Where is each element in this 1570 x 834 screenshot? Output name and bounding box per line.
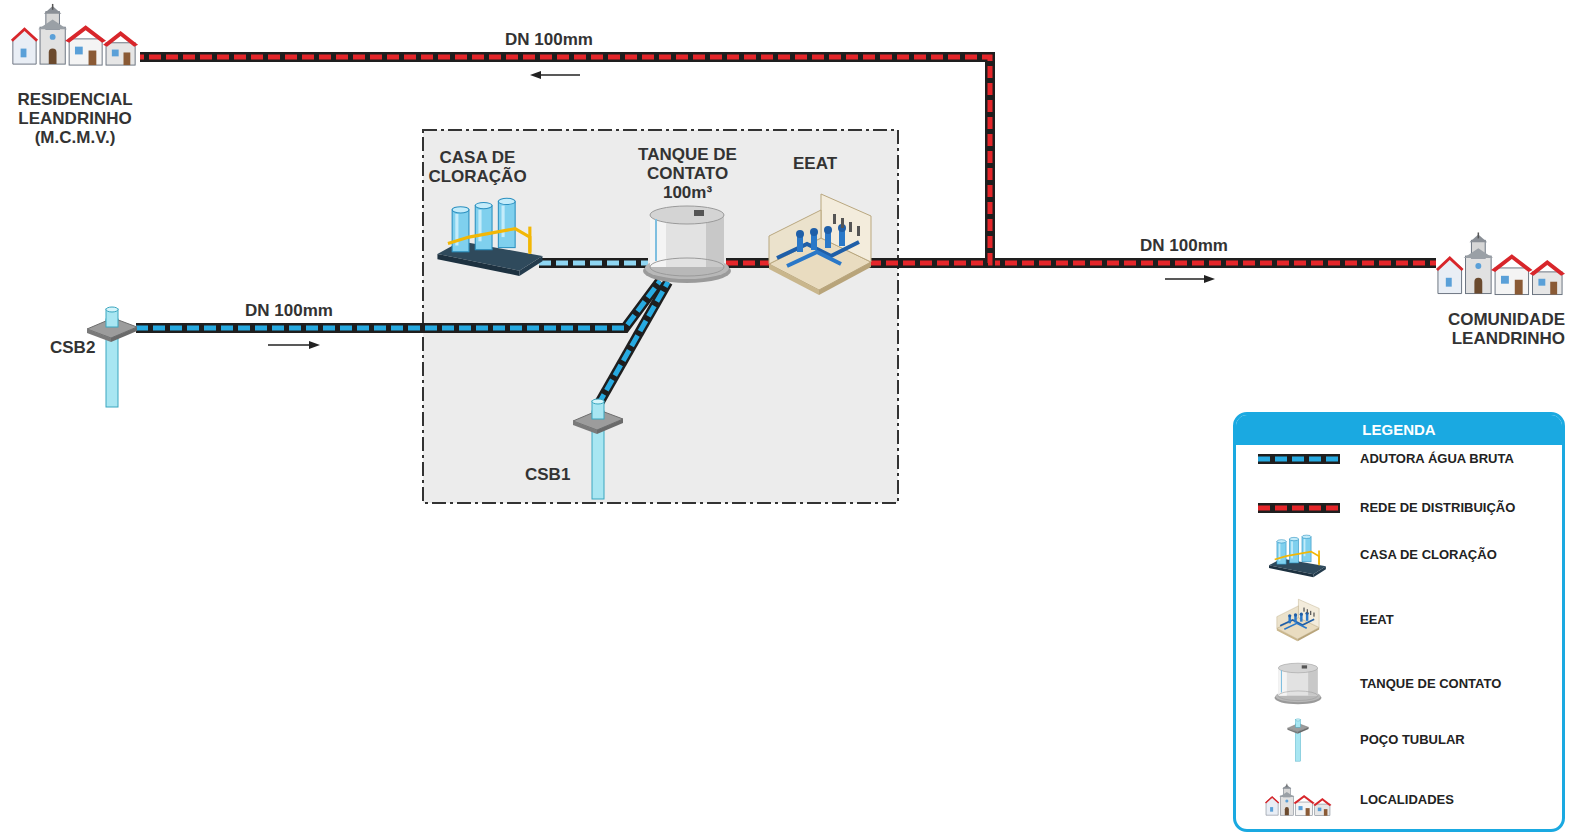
node-label: EEAT — [765, 154, 865, 173]
pipeline — [136, 281, 660, 349]
tank-icon — [642, 205, 732, 285]
eeat-icon — [767, 192, 873, 296]
legend-label: ADUTORA ÁGUA BRUTA — [1360, 451, 1514, 466]
houses-icon — [1434, 230, 1566, 298]
pipeline — [726, 263, 771, 264]
legend-label: CASA DE CLORAÇÃO — [1360, 547, 1497, 562]
legend-well-sample — [1286, 718, 1310, 762]
node-label: CSB1 — [525, 465, 573, 484]
legend-box: LEGENDA ADUTORA ÁGUA BRUTA REDE DE DISTRIB… — [1233, 412, 1565, 832]
locality: RESIDENCIAL LEANDRINHO (M.C.M.V.) — [5, 2, 145, 150]
tube-well: CSB2 — [50, 305, 145, 410]
node-label: TANQUE DE CONTATO 100m³ — [630, 145, 745, 202]
houses-icon — [8, 2, 140, 68]
pipeline — [140, 57, 990, 263]
legend-title: LEGENDA — [1236, 415, 1562, 445]
legend-tank-sample — [1274, 662, 1322, 706]
pump-station: EEAT — [765, 150, 875, 295]
chlorination-house: CASA DE CLORAÇÃO — [425, 145, 545, 277]
pipeline — [598, 282, 668, 405]
pipeline — [539, 263, 648, 264]
legend-label: REDE DE DISTRIBUIÇÃO — [1360, 500, 1515, 515]
tube-well: CSB1 — [525, 395, 625, 495]
legend-chlor-sample — [1269, 532, 1327, 578]
chlor-icon — [437, 193, 545, 277]
contact-tank: TANQUE DE CONTATO 100m³ — [630, 145, 745, 287]
legend-houses-sample — [1264, 782, 1332, 818]
well-icon — [572, 397, 624, 501]
legend-eeat-sample — [1276, 598, 1320, 642]
locality: COMUNIDADE LEANDRINHO — [1410, 228, 1565, 350]
well-icon — [86, 305, 138, 409]
site-boundary — [423, 130, 898, 503]
pipe-diameter: DN 100mm — [245, 301, 333, 320]
legend-label: TANQUE DE CONTATO — [1360, 676, 1501, 691]
node-label: CSB2 — [50, 338, 95, 357]
node-label: CASA DE CLORAÇÃO — [425, 148, 530, 186]
legend-line-sample — [1254, 451, 1344, 467]
legend-label: EEAT — [1360, 612, 1394, 627]
pipe-diameter: DN 100mm — [505, 30, 593, 49]
pipe-diameter: DN 100mm — [1140, 236, 1228, 255]
node-label: COMUNIDADE LEANDRINHO — [1410, 310, 1565, 348]
node-label: RESIDENCIAL LEANDRINHO (M.C.M.V.) — [5, 90, 145, 147]
legend-label: POÇO TUBULAR — [1360, 732, 1465, 747]
legend-line-sample — [1254, 500, 1344, 516]
legend-label: LOCALIDADES — [1360, 792, 1454, 807]
